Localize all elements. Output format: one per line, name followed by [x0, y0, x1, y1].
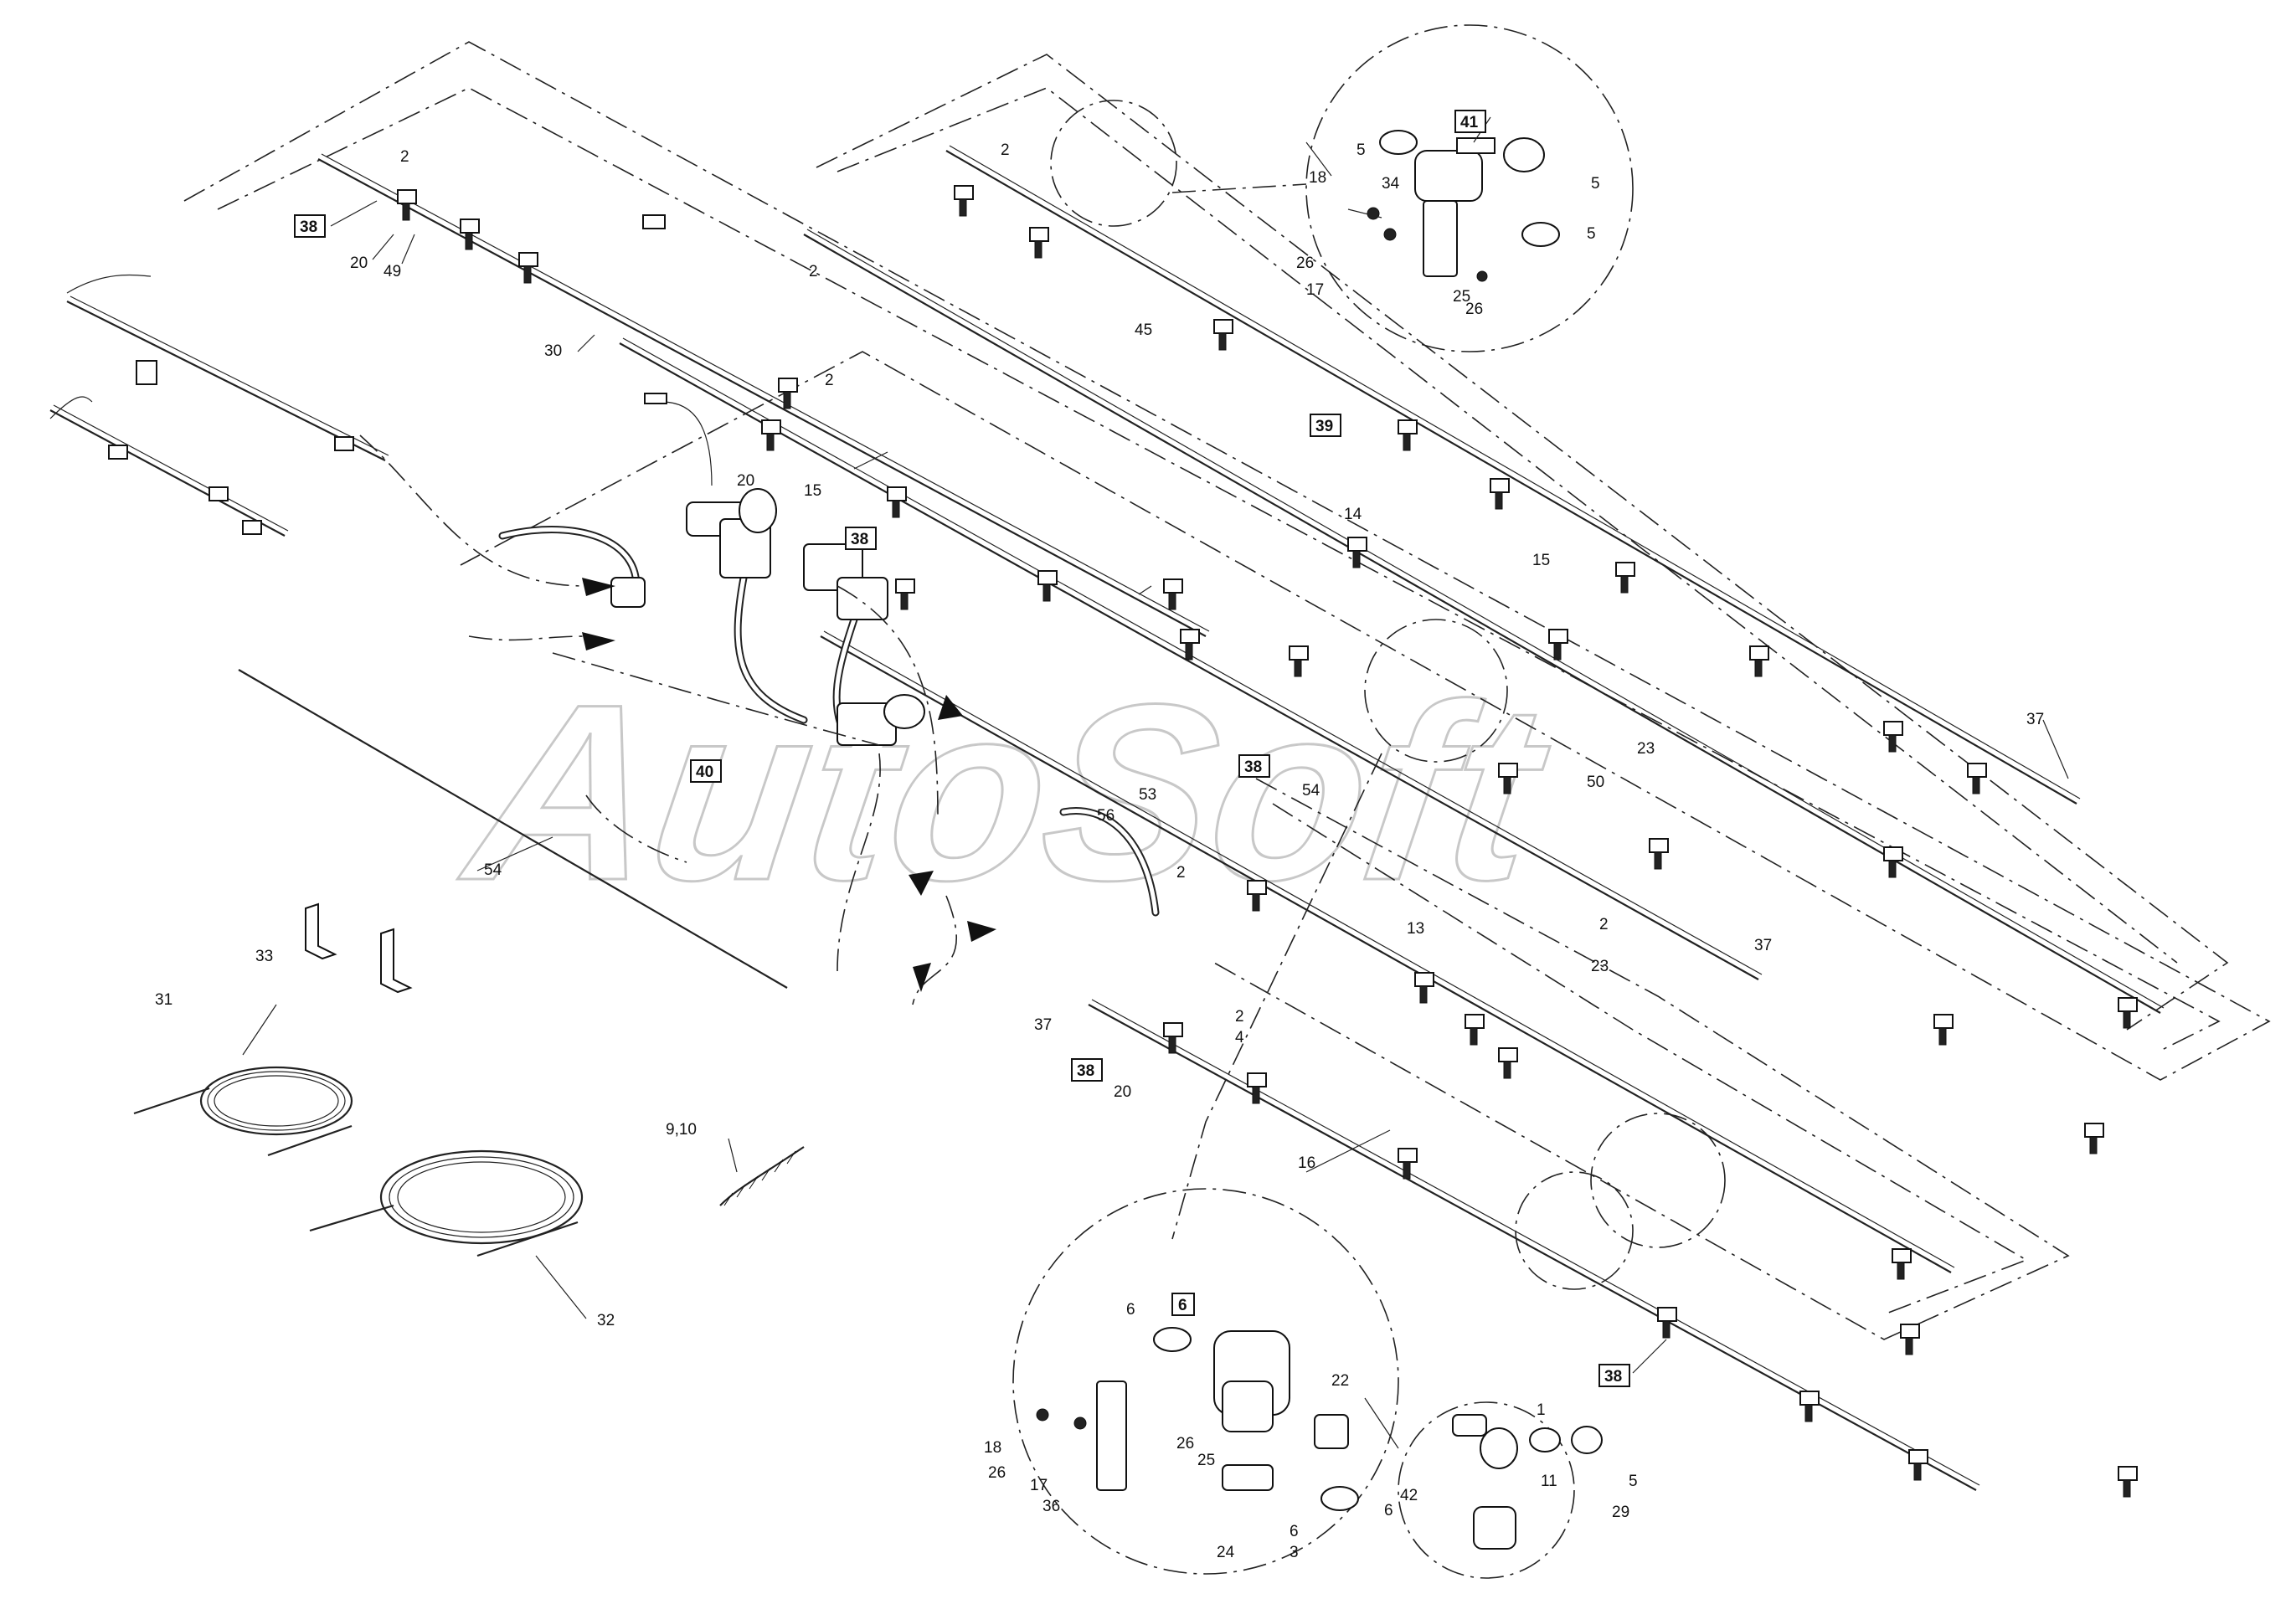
callout-25: 25	[1453, 288, 1470, 306]
detail-circle-connector	[1171, 183, 1307, 193]
callout-33: 33	[255, 948, 273, 965]
callout-41: 41	[1460, 114, 1479, 131]
boom-outline-lower	[1213, 778, 2070, 1340]
callout-50: 50	[1587, 774, 1604, 791]
callout-38: 38	[300, 219, 317, 236]
callout-5: 5	[1587, 225, 1596, 243]
callout-15: 15	[1532, 552, 1550, 569]
callout-2: 2	[1176, 864, 1186, 882]
spiral-wrap-9-10	[719, 1146, 805, 1206]
detail-valve-top-right	[1367, 130, 1560, 282]
callout-38: 38	[1077, 1062, 1094, 1080]
callout-26: 26	[1465, 301, 1483, 318]
callout-2: 2	[1599, 916, 1609, 933]
callout-9-10: 9,10	[666, 1121, 697, 1139]
callout-22: 22	[1331, 1372, 1349, 1390]
callout-54: 54	[1302, 782, 1320, 800]
detail-valve-bottom-left	[1036, 1327, 1399, 1511]
detail-circle-lower-right-small	[1590, 1113, 1726, 1248]
callout-2: 2	[1235, 1008, 1244, 1026]
callout-20: 20	[1114, 1083, 1131, 1101]
callout-20: 20	[350, 255, 368, 272]
callout-17: 17	[1030, 1477, 1048, 1494]
callout-38: 38	[1604, 1368, 1622, 1386]
detail-circle-bottom-left	[1012, 1188, 1399, 1575]
callout-3: 3	[1290, 1544, 1299, 1561]
callout-54: 54	[484, 861, 502, 879]
callout-16: 16	[1298, 1154, 1315, 1172]
callout-49: 49	[384, 263, 401, 280]
hose-coil-31	[133, 1066, 353, 1157]
callout-26: 26	[1296, 255, 1314, 272]
callout-5: 5	[1629, 1473, 1638, 1490]
callout-26: 26	[988, 1464, 1006, 1482]
callout-13: 13	[1407, 920, 1424, 938]
callout-38: 38	[1244, 758, 1262, 776]
callout-29: 29	[1612, 1504, 1629, 1521]
flow-arcs	[359, 434, 996, 1005]
callout-18: 18	[984, 1439, 1001, 1457]
callout-1: 1	[1537, 1401, 1546, 1419]
callout-36: 36	[1042, 1498, 1060, 1515]
callout-2: 2	[809, 263, 818, 280]
callout-5: 5	[1356, 141, 1366, 159]
callout-6: 6	[1290, 1523, 1299, 1540]
detail-circle-mid	[1364, 619, 1508, 763]
callout-30: 30	[544, 342, 562, 360]
callout-2: 2	[825, 372, 834, 389]
detail-circle-small-top	[1050, 100, 1177, 227]
callout-42: 42	[1400, 1487, 1418, 1504]
callout-56: 56	[1097, 807, 1115, 825]
nozzle-holders	[108, 185, 2138, 1498]
callout-38: 38	[851, 531, 868, 548]
callout-15: 15	[804, 482, 821, 500]
detail-circle-lower-mid-small	[1515, 1171, 1634, 1290]
break-line	[49, 274, 152, 419]
callout-2: 2	[1001, 141, 1010, 159]
detail-circle-top-right	[1305, 24, 1634, 352]
leader-lines	[242, 116, 2069, 1374]
callout-6: 6	[1126, 1301, 1135, 1319]
callout-32: 32	[597, 1312, 615, 1329]
callout-37: 37	[1034, 1016, 1052, 1034]
callout-6: 6	[1384, 1502, 1393, 1519]
callout-53: 53	[1139, 786, 1156, 804]
callout-14: 14	[1344, 506, 1362, 523]
callout-34: 34	[1382, 175, 1400, 193]
callout-25: 25	[1197, 1452, 1215, 1469]
callout-5: 5	[1591, 175, 1600, 193]
callout-31: 31	[155, 991, 172, 1009]
callout-23: 23	[1591, 958, 1609, 975]
callout-18: 18	[1309, 169, 1326, 187]
callout-39: 39	[1315, 418, 1333, 435]
callout-37: 37	[1754, 937, 1772, 954]
callout-2: 2	[400, 148, 409, 166]
callout-26: 26	[1176, 1435, 1194, 1452]
detail-lead-line	[1171, 753, 1382, 1240]
callout-20: 20	[737, 472, 754, 490]
detail-nozzle-bottom-right	[1452, 1414, 1603, 1550]
hose-coil-32	[309, 1149, 584, 1257]
callout-4: 4	[1235, 1029, 1244, 1046]
callout-11: 11	[1541, 1473, 1557, 1490]
watermark: AutoSoft	[447, 651, 1565, 932]
bracket-33	[305, 902, 413, 994]
callout-23: 23	[1637, 740, 1655, 758]
callout-37: 37	[2026, 711, 2044, 728]
callout-45: 45	[1135, 321, 1152, 339]
callout-labels: 2 38 20 49 2 30 2 20 15 38 14 2 45 39 15…	[155, 110, 2044, 1561]
detail-circle-bottom-right	[1398, 1401, 1575, 1579]
callout-6: 6	[1178, 1297, 1187, 1314]
control-valve-assembly	[498, 393, 1160, 917]
callout-24: 24	[1217, 1544, 1235, 1561]
callout-40: 40	[696, 764, 713, 781]
callout-17: 17	[1306, 281, 1324, 299]
